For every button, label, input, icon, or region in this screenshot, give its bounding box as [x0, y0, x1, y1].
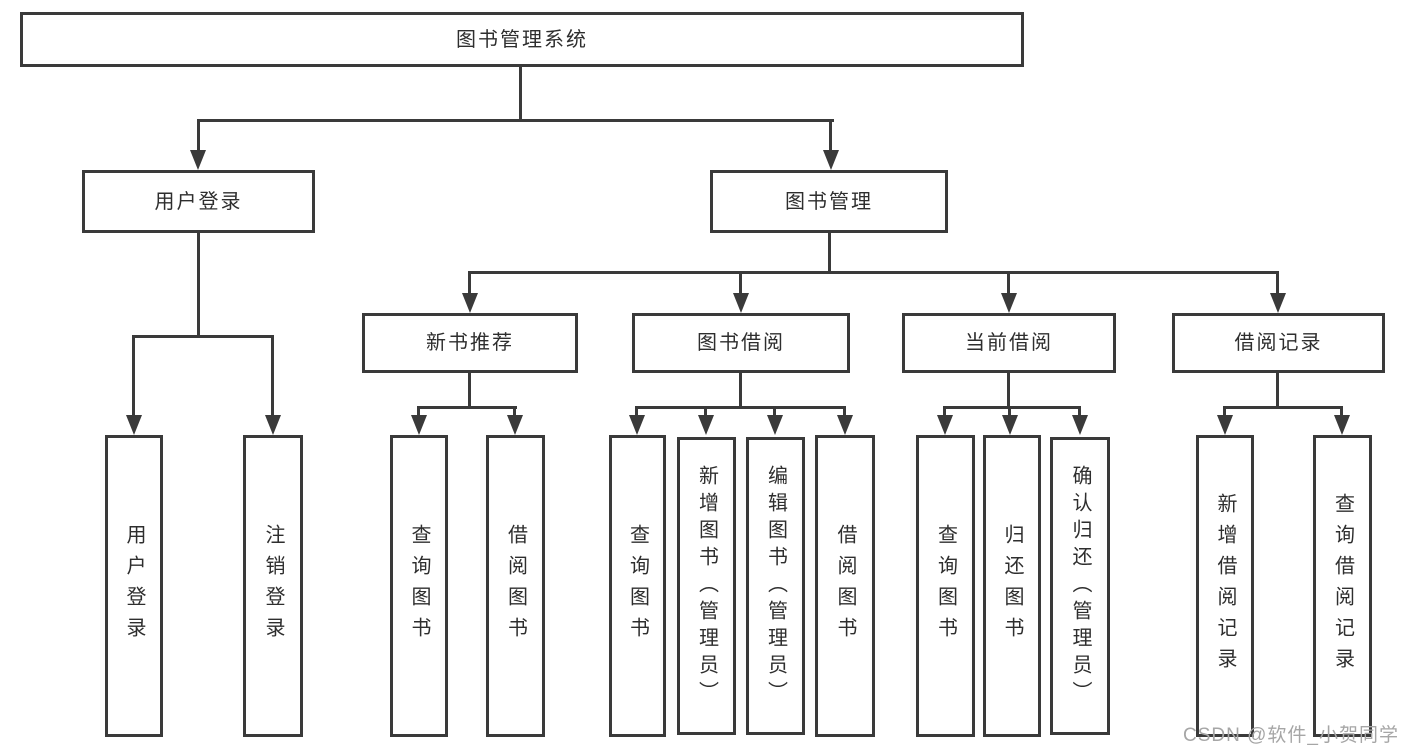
arrow-down-icon	[1217, 415, 1233, 435]
connector-drop	[1340, 406, 1343, 422]
leaf-query-borrow-record: 查询借阅记录	[1313, 435, 1372, 737]
arrow-down-icon	[265, 415, 281, 435]
arrow-down-icon	[767, 415, 783, 435]
leaf-add-books-admin: 新增图书（管理员）	[677, 437, 736, 735]
leaf-query-books-borrow: 查询图书	[609, 435, 666, 737]
arrow-down-icon	[507, 415, 523, 435]
arrow-down-icon	[190, 150, 206, 170]
arrow-down-icon	[411, 415, 427, 435]
node-current-borrowing: 当前借阅	[902, 313, 1116, 373]
connector-drop	[943, 406, 946, 422]
connector-drop	[773, 406, 776, 422]
connector-bar	[636, 406, 846, 409]
node-library-management-system: 图书管理系统	[20, 12, 1024, 67]
connector-bar	[944, 406, 1081, 409]
leaf-confirm-return-admin: 确认归还（管理员）	[1050, 437, 1110, 735]
connector-drop	[635, 406, 638, 422]
leaf-query-books-current: 查询图书	[916, 435, 975, 737]
arrow-down-icon	[126, 415, 142, 435]
csdn-watermark: CSDN @软件_小贺同学	[1183, 725, 1399, 746]
leaf-return-books: 归还图书	[983, 435, 1041, 737]
arrow-down-icon	[1072, 415, 1088, 435]
leaf-add-borrow-record: 新增借阅记录	[1196, 435, 1254, 737]
connector-drop	[468, 271, 471, 299]
connector-stem	[468, 373, 471, 408]
arrow-down-icon	[698, 415, 714, 435]
arrow-down-icon	[837, 415, 853, 435]
node-new-book-recommend: 新书推荐	[362, 313, 578, 373]
connector-stem	[1276, 373, 1279, 408]
connector-drop	[1007, 271, 1010, 299]
connector-drop	[271, 335, 274, 420]
leaf-borrow-books: 借阅图书	[815, 435, 875, 737]
leaf-logout: 注销登录	[243, 435, 303, 737]
connector-bar	[1224, 406, 1343, 409]
node-book-management: 图书管理	[710, 170, 948, 233]
arrow-down-icon	[823, 150, 839, 170]
leaf-query-books-newbook: 查询图书	[390, 435, 448, 737]
connector-user-login-bar	[133, 335, 274, 338]
arrow-down-icon	[1001, 293, 1017, 313]
connector-stem	[739, 373, 742, 408]
arrow-down-icon	[462, 293, 478, 313]
arrow-down-icon	[1334, 415, 1350, 435]
connector-drop	[197, 119, 200, 154]
connector-drop	[1276, 271, 1279, 299]
connector-drop	[417, 406, 420, 422]
arrow-down-icon	[1270, 293, 1286, 313]
connector-root-bar	[197, 119, 834, 122]
arrow-down-icon	[629, 415, 645, 435]
arrow-down-icon	[937, 415, 953, 435]
connector-book-mgmt-stem	[828, 233, 831, 273]
connector-drop	[1223, 406, 1226, 422]
arrow-down-icon	[733, 293, 749, 313]
node-borrowing-records: 借阅记录	[1172, 313, 1385, 373]
connector-user-login-stem	[197, 233, 200, 337]
connector-drop	[1078, 406, 1081, 422]
node-book-borrowing: 图书借阅	[632, 313, 850, 373]
connector-book-mgmt-bar	[469, 271, 1279, 274]
connector-drop	[513, 406, 516, 422]
connector-drop	[704, 406, 707, 422]
leaf-edit-books-admin: 编辑图书（管理员）	[746, 437, 805, 735]
node-user-login: 用户登录	[82, 170, 315, 233]
arrow-down-icon	[1002, 415, 1018, 435]
connector-root-stem	[519, 67, 522, 120]
connector-bar	[418, 406, 517, 409]
connector-drop	[739, 271, 742, 299]
connector-drop	[1008, 406, 1011, 422]
connector-drop	[829, 119, 832, 154]
leaf-borrow-books-newbook: 借阅图书	[486, 435, 545, 737]
connector-drop	[132, 335, 135, 420]
leaf-user-login: 用户登录	[105, 435, 163, 737]
connector-drop	[843, 406, 846, 422]
connector-stem	[1007, 373, 1010, 408]
